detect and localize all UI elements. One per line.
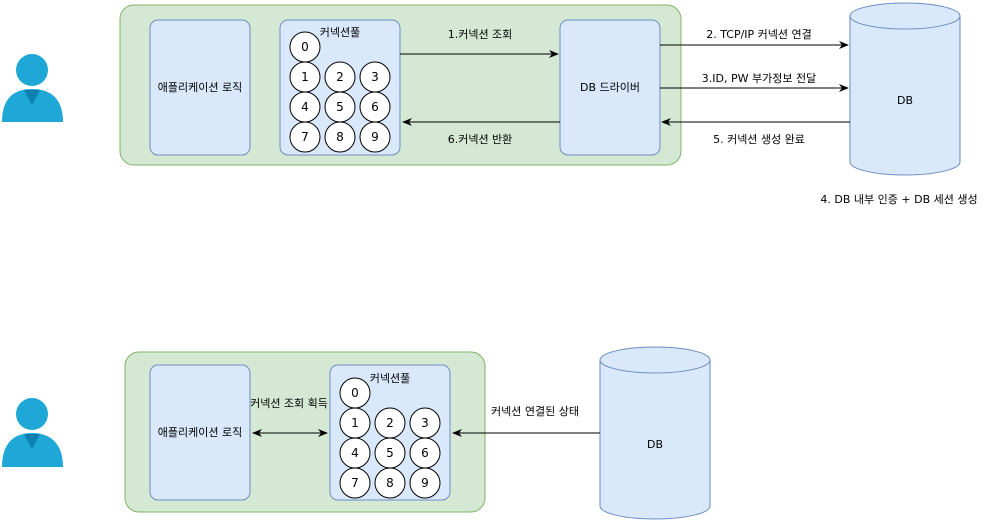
step-3-label: 3.ID, PW 부가정보 전달 [702,72,816,85]
user-icon [2,54,63,122]
app-logic-box [149,364,251,501]
connection-slots: 0 1 2 3 4 5 6 7 8 9 [339,377,441,499]
db-driver-label: DB 드라이버 [580,81,640,94]
step-6-label: 6.커넥션 반환 [448,133,513,146]
database-cylinder [599,346,711,520]
connection-pool-title: 커넥션풀 [320,26,360,39]
step-1-label: 1.커넥션 조회 [448,28,513,41]
connection-slot-8 [374,467,406,499]
step-2-label: 2. TCP/IP 커넥션 연결 [706,28,812,41]
connection-slot-9 [359,121,391,153]
database-label: DB [647,438,663,451]
connection-slot-label: 3 [371,70,379,84]
app-logic-label: 애플리케이션 로직 [158,426,242,439]
connection-slot-7 [289,121,321,153]
app-logic-box [149,19,251,156]
connection-pool-title: 커넥션풀 [370,372,410,385]
connection-slot-label: 3 [421,416,429,430]
connection-slot-label: 1 [301,70,309,84]
connection-slot-label: 7 [351,476,359,490]
step-4-label: 4. DB 내부 인증 + DB 세션 생성 [820,193,977,206]
connected-state-label: 커넥션 연결된 상태 [491,405,579,418]
step-5-label: 5. 커넥션 생성 완료 [713,133,805,146]
user-icon [2,398,63,467]
connection-slot-label: 4 [351,446,359,460]
connection-slot-label: 6 [421,446,429,460]
connection-slot-9 [409,467,441,499]
connection-slot-7 [339,467,371,499]
connection-slot-label: 4 [301,100,309,114]
database-label: DB [897,94,913,107]
connection-slot-label: 0 [351,386,359,400]
connection-slot-label: 6 [371,100,379,114]
connection-slot-label: 9 [421,476,429,490]
app-logic-label: 애플리케이션 로직 [158,81,242,94]
connection-slot-label: 5 [386,446,394,460]
connection-slot-label: 8 [386,476,394,490]
connection-slot-label: 2 [336,70,344,84]
connection-slot-label: 7 [301,130,309,144]
connection-slot-label: 9 [371,130,379,144]
connection-slots: 0 1 2 3 4 5 6 7 8 9 [289,31,391,153]
database-cylinder [849,2,961,176]
connection-slot-8 [324,121,356,153]
connection-slot-label: 1 [351,416,359,430]
connection-slot-label: 2 [386,416,394,430]
acquire-label: 커넥션 조회 획득 [250,397,328,410]
connection-slot-label: 8 [336,130,344,144]
connection-slot-label: 5 [336,100,344,114]
connection-slot-label: 0 [301,40,309,54]
